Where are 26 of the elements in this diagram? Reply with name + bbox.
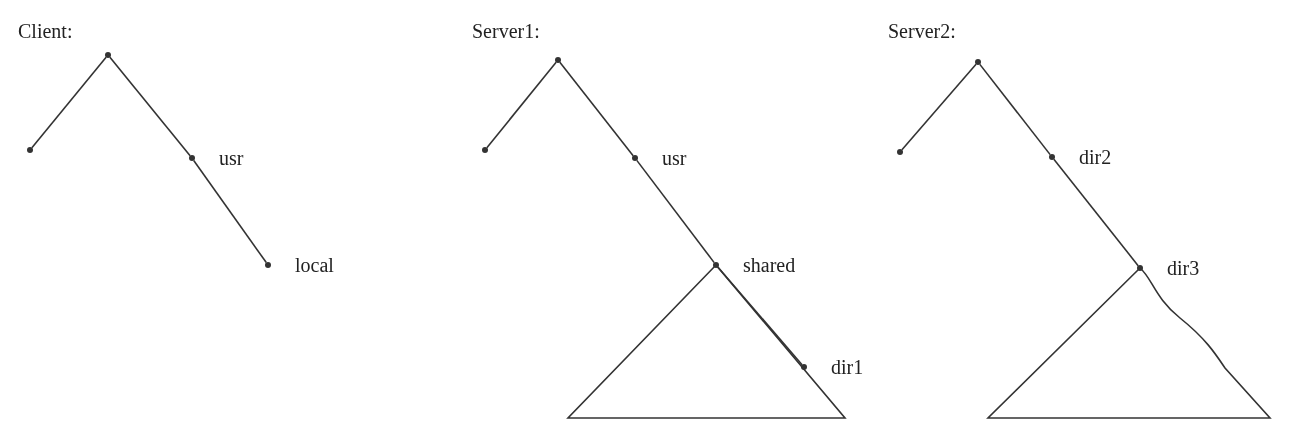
tree-branch [559, 61, 634, 157]
directory-label: dir3 [1167, 256, 1200, 280]
machine-title: Server1: [472, 20, 540, 43]
machine-title: Client: [18, 20, 73, 43]
tree-branch [717, 266, 803, 366]
tree-branch [486, 61, 557, 149]
directory-label: dir1 [831, 355, 864, 379]
directory-label: usr [219, 146, 244, 170]
tree-branch [1053, 158, 1139, 267]
tree-node-dot [555, 57, 561, 63]
directory-label: local [295, 253, 334, 277]
tree-branch [31, 56, 107, 149]
machine-title: Server2: [888, 20, 956, 43]
directory-label: shared [743, 253, 796, 277]
tree-branch [109, 56, 191, 157]
tree-branch [192, 159, 268, 264]
tree-node-dot [27, 147, 33, 153]
tree-branch [901, 63, 977, 151]
tree-node-dot [105, 52, 111, 58]
tree-branch [979, 63, 1051, 156]
tree-branch [636, 159, 715, 264]
directory-label: dir2 [1079, 145, 1112, 169]
tree-node-dot [897, 149, 903, 155]
tree-node-dot [482, 147, 488, 153]
tree-node-dot [975, 59, 981, 65]
directory-label: usr [662, 146, 687, 170]
